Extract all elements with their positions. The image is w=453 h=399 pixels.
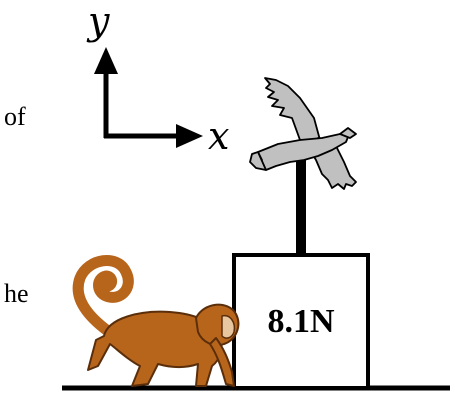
coordinate-axes xyxy=(94,47,203,148)
monkey-icon xyxy=(72,255,240,387)
x-axis-label: x xyxy=(208,114,230,158)
eagle-icon xyxy=(249,77,357,190)
y-axis-arrowhead xyxy=(94,47,118,74)
y-axis-label: y xyxy=(88,0,110,43)
block xyxy=(232,253,370,390)
edge-text-line-2: he xyxy=(4,279,29,308)
x-axis-arrowhead xyxy=(176,124,203,148)
edge-text-line-1: of xyxy=(4,102,26,131)
block-weight-label: 8.1N xyxy=(267,303,335,340)
